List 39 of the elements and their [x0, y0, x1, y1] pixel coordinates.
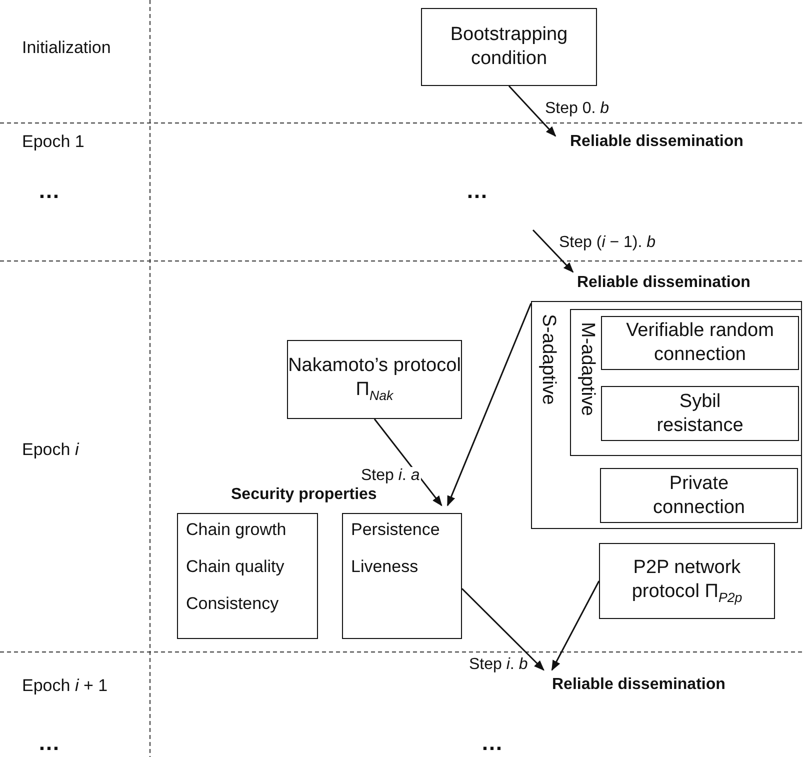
arrow [532, 229, 574, 273]
lane-label: Initialization [22, 38, 111, 58]
property-box [342, 513, 462, 639]
ellipsis: … [481, 730, 503, 756]
property-box [177, 513, 318, 639]
process-box: Verifiable random connection [601, 316, 799, 370]
group-title: S-adaptive [537, 314, 559, 405]
arrow [374, 418, 442, 506]
group-title: M-adaptive [576, 322, 598, 416]
property-text: Persistence [351, 520, 441, 540]
property-text: Consistency [186, 594, 280, 614]
edge-label: Step i. a [360, 467, 421, 485]
process-box: Nakamoto’s protocol Π$_{Nak}$ [287, 340, 462, 419]
arrow [508, 85, 556, 137]
arrow [461, 588, 544, 671]
process-box: Bootstrapping condition [421, 8, 597, 86]
lane-label: Epoch 1 [22, 132, 84, 152]
group-box [570, 309, 802, 456]
lane-label: Epoch i + 1 [22, 676, 108, 696]
property-text: Chain quality [186, 557, 286, 577]
process-box: P2P network protocol Π$_{P2p}$ [599, 543, 775, 619]
ellipsis: … [38, 730, 60, 756]
arrow [446, 303, 532, 506]
process-box: Private connection [600, 468, 798, 523]
group-box [531, 301, 802, 529]
ellipsis: … [466, 178, 488, 204]
property-text: Liveness [351, 557, 420, 577]
ellipsis: … [38, 178, 60, 204]
edge-label: Step (i − 1). b [558, 234, 657, 252]
lane-label: Epoch i [22, 440, 79, 460]
step-text: Reliable dissemination [552, 676, 760, 696]
step-text: Reliable dissemination [570, 133, 778, 153]
edge-label: Step i. b [468, 656, 529, 674]
step-text: Reliable dissemination [577, 274, 779, 294]
edge-label: Step 0. b [544, 100, 610, 118]
section-heading: Security properties [231, 486, 377, 504]
process-box: Sybil resistance [601, 386, 799, 441]
arrow [551, 580, 600, 671]
property-text: Chain growth [186, 520, 288, 540]
